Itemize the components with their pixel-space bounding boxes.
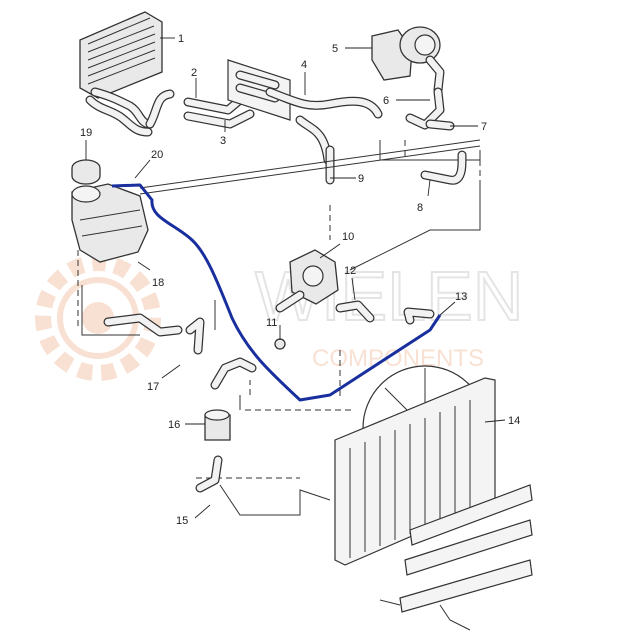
reference-lines	[77, 140, 481, 516]
callout-3: 3	[220, 135, 226, 147]
radiator-top-hose	[335, 300, 375, 323]
callout-14: 14	[508, 415, 520, 427]
callout-13: 13	[455, 291, 467, 303]
thermostat-housing	[371, 26, 445, 95]
callout-7: 7	[481, 121, 487, 133]
callout-16: 16	[168, 419, 180, 431]
heater-core	[79, 11, 175, 137]
leader-lines	[85, 37, 506, 519]
bleed-hose	[403, 307, 435, 325]
oil-coolers	[379, 484, 533, 631]
callout-18: 18	[152, 277, 164, 289]
callout-11: 11	[266, 317, 277, 329]
water-pump	[275, 249, 339, 313]
callout-1: 1	[178, 33, 184, 45]
callout-17: 17	[147, 381, 159, 393]
elbow-pipe	[420, 150, 467, 185]
bottom-elbow	[195, 455, 223, 493]
callout-labels: 1 2 3 4 5 6 7 8 9 10 11 12 13 14 15 16 1…	[80, 33, 520, 527]
callout-4: 4	[301, 59, 307, 71]
thermostat-hoses	[405, 87, 455, 131]
bleed-pipe	[139, 139, 481, 195]
drain-valve	[204, 409, 231, 441]
callout-10: 10	[342, 231, 354, 243]
radiator	[334, 365, 496, 566]
expansion-tank-cap	[71, 159, 101, 185]
callout-2: 2	[191, 67, 197, 79]
callout-5: 5	[332, 43, 338, 55]
callout-6: 6	[383, 95, 389, 107]
callout-20: 20	[151, 149, 163, 161]
callout-8: 8	[417, 202, 423, 214]
watermark: WIELEN COMPONENTS	[35, 255, 524, 381]
hose-bracket	[227, 59, 383, 165]
callout-12: 12	[344, 265, 356, 277]
expansion-tank	[71, 183, 149, 263]
callout-9: 9	[358, 173, 364, 185]
hose-clip	[274, 338, 286, 350]
callout-19: 19	[80, 127, 92, 139]
lower-hose	[103, 313, 257, 390]
callout-15: 15	[176, 515, 188, 527]
highlighted-bleed-hose	[111, 183, 442, 402]
heater-hoses	[183, 95, 255, 129]
